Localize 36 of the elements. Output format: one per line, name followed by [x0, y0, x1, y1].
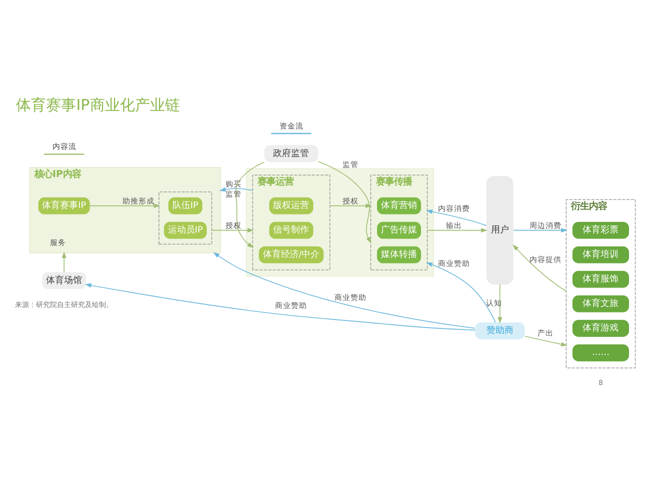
- arrow: [513, 228, 568, 233]
- arrow: [524, 336, 568, 346]
- node-box: 政府监管: [264, 145, 318, 162]
- node-box: 信号制作: [269, 222, 314, 239]
- arrow: [211, 228, 254, 233]
- arrow: [426, 210, 487, 226]
- node-box: 体育服饰: [572, 270, 630, 288]
- node-box: 广告传媒: [377, 222, 422, 239]
- node-box: ……: [572, 344, 630, 362]
- node-box: 媒体转播: [377, 246, 422, 264]
- node-box: 运动员IP: [164, 222, 207, 239]
- node-box: 体育赛事IP: [38, 197, 90, 214]
- arrow: [62, 252, 66, 272]
- arrow: [426, 228, 488, 233]
- node-box: 体育经济/中介: [258, 246, 324, 264]
- node-box: 体育培训: [572, 246, 630, 264]
- arrow: [512, 244, 567, 292]
- arrow: [89, 204, 160, 208]
- arrow: [219, 187, 254, 192]
- arrow: [426, 262, 496, 323]
- arrow: [236, 162, 265, 248]
- node-box: 体育场馆: [42, 272, 86, 290]
- arrow: [213, 252, 476, 329]
- node-box: 体育游戏: [572, 320, 630, 337]
- node-box: 体育彩票: [572, 222, 630, 239]
- node-box: 版权运营: [269, 197, 314, 214]
- node-box: 队伍IP: [168, 197, 202, 214]
- node-box: 赞助商: [475, 322, 525, 340]
- diagram-title: 体育赛事IP商业化产业链: [16, 96, 180, 114]
- node-box: 用户: [486, 176, 514, 285]
- node-box: 体育文旅: [572, 295, 630, 312]
- cluster: [158, 192, 212, 244]
- arrow: [84, 283, 476, 330]
- arrow: [330, 204, 372, 208]
- node-box: 体育营销: [377, 197, 422, 214]
- arrow: [318, 161, 372, 244]
